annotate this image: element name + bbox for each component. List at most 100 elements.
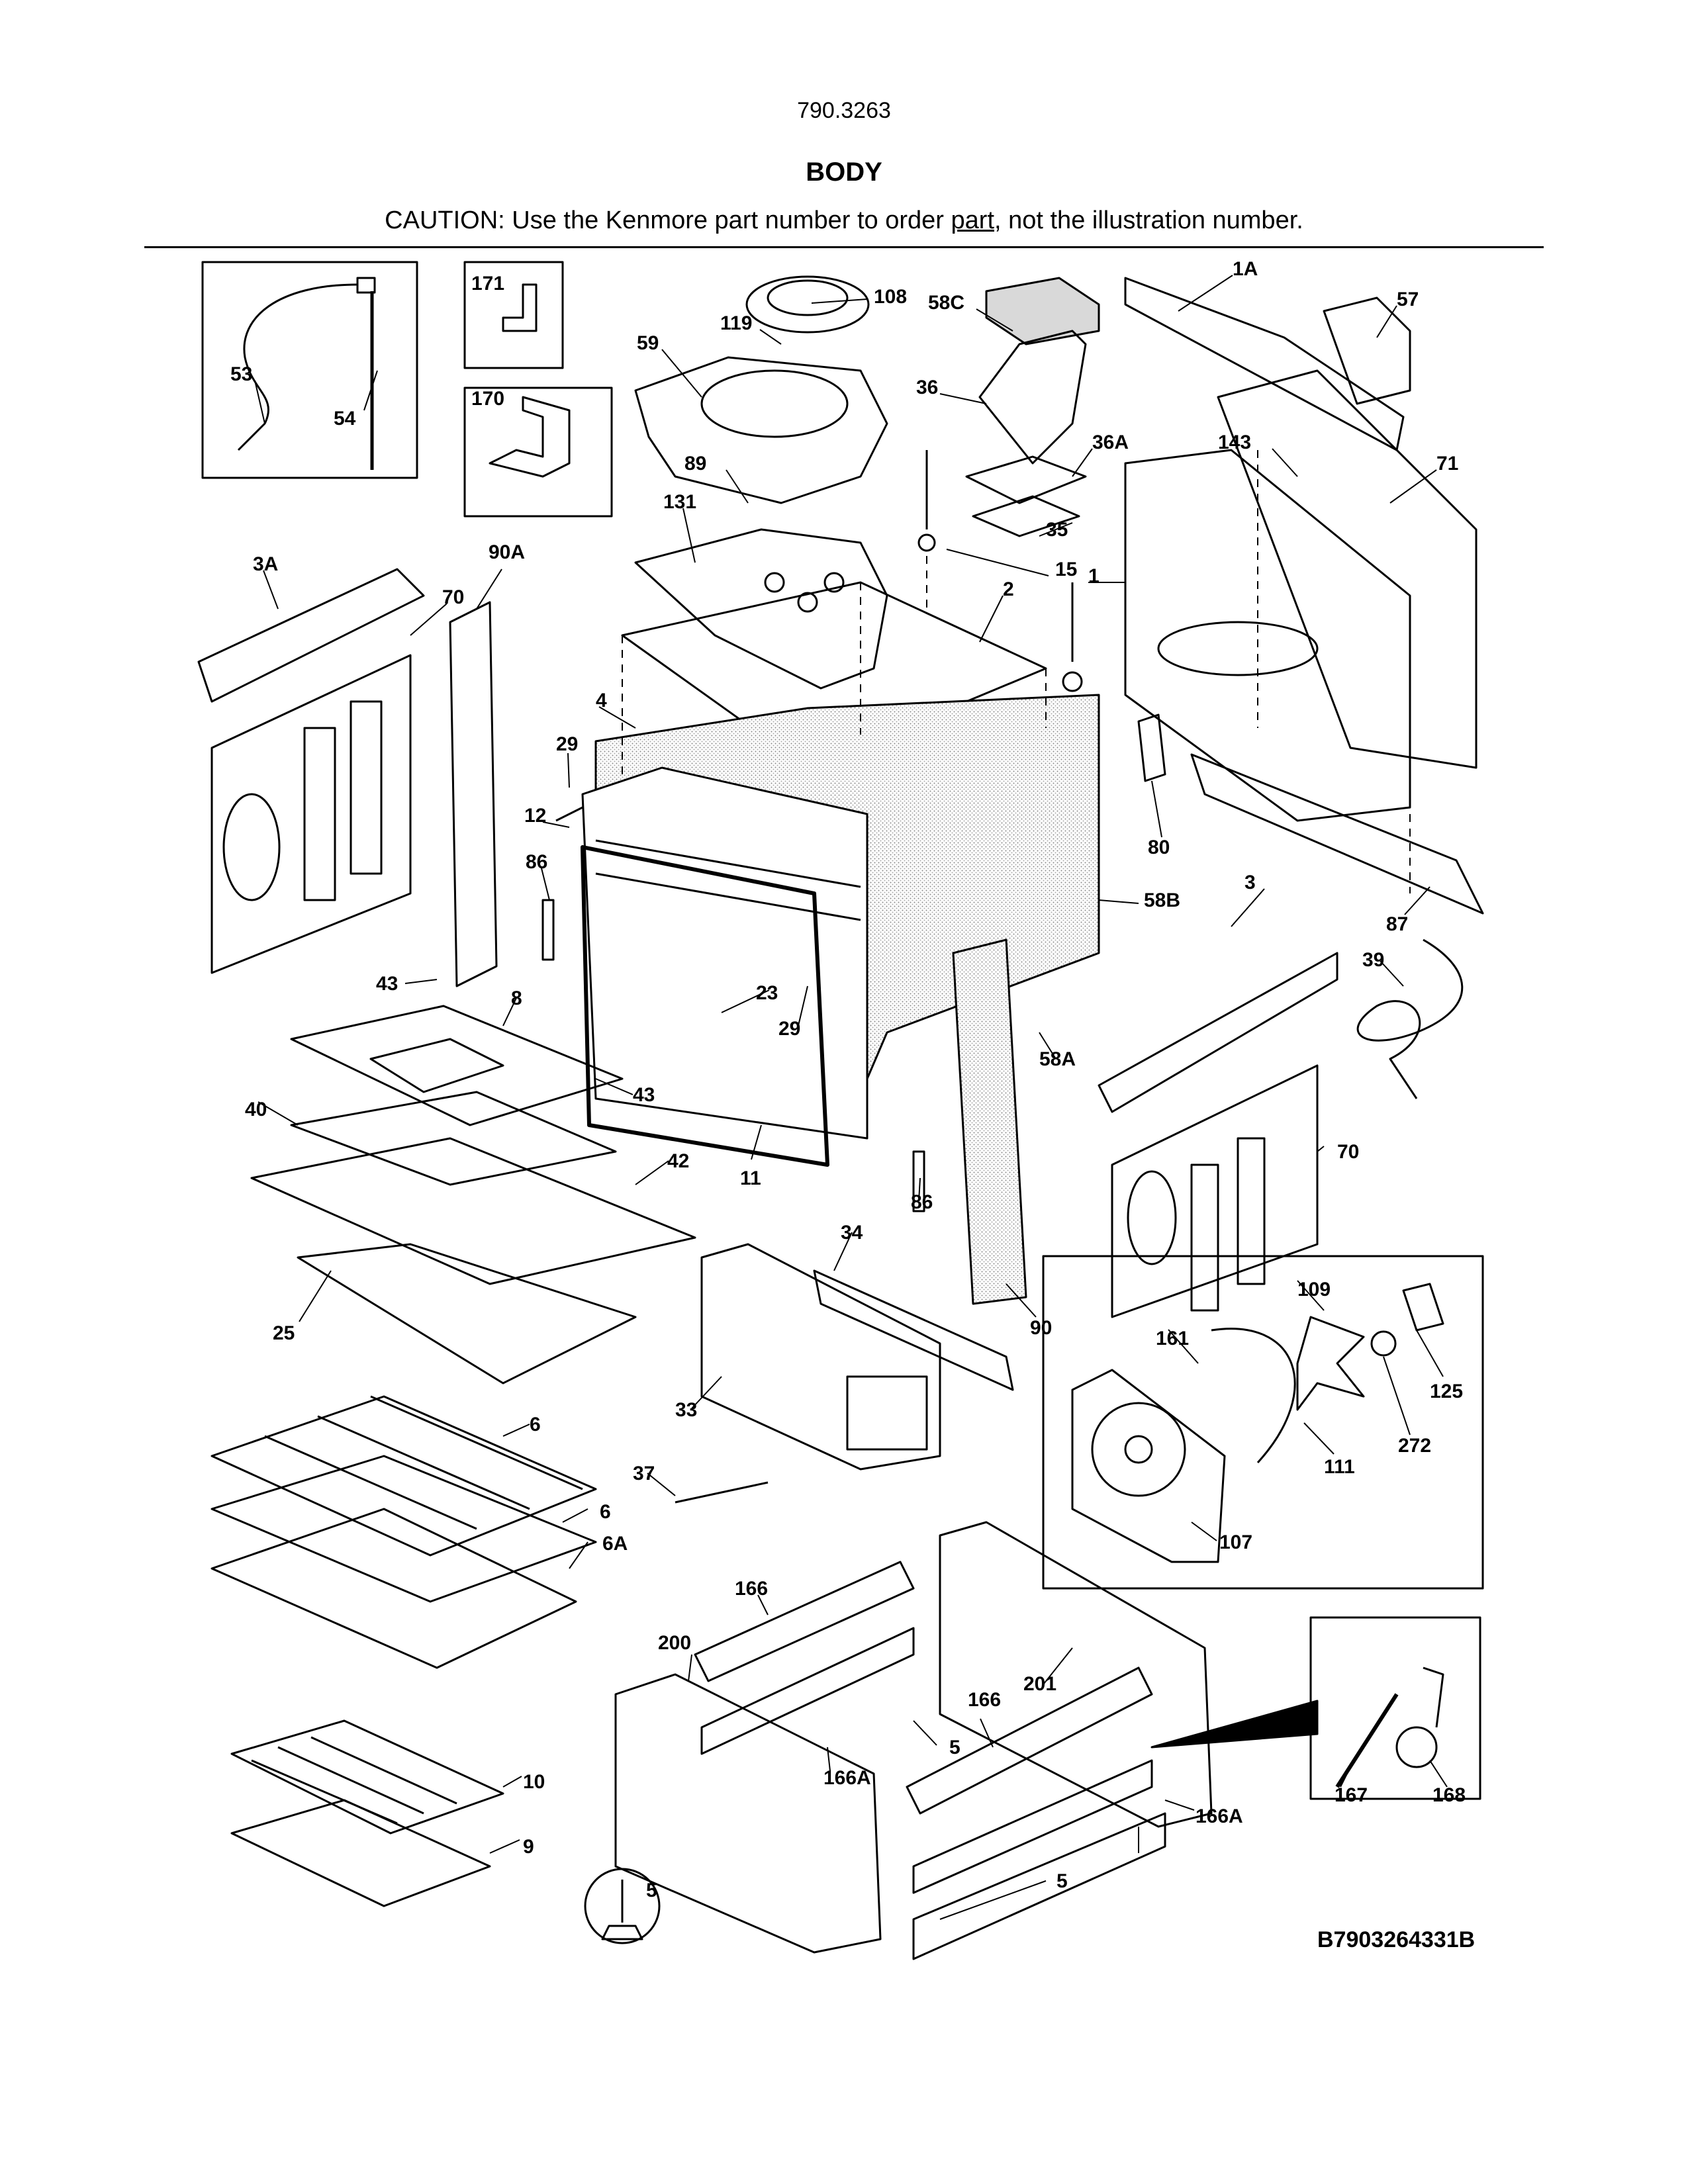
panel-33-part	[700, 1243, 941, 1471]
caution-note: CAUTION: Use the Kenmore part number to …	[0, 206, 1688, 235]
fan-blade-109-part	[1296, 1316, 1365, 1411]
callout-201: 201	[1023, 1673, 1056, 1695]
frame-201-part	[939, 1521, 1213, 1828]
side-strip-90A-part	[449, 601, 498, 987]
blower-motor-part	[745, 275, 870, 334]
callout-12: 12	[524, 805, 546, 827]
callout-58C: 58C	[928, 292, 964, 314]
oven-rack-6A-part	[211, 1508, 577, 1669]
callout-54: 54	[334, 408, 356, 430]
callout-9: 9	[523, 1836, 534, 1858]
callout-166A-lower: 166A	[1196, 1805, 1243, 1827]
callout-6A: 6A	[602, 1533, 628, 1555]
callout-53: 53	[230, 363, 252, 385]
callout-71: 71	[1436, 453, 1458, 475]
rail-87-part	[1190, 753, 1484, 915]
callout-39: 39	[1362, 949, 1384, 971]
caution-text-end: , not the illustration number.	[994, 206, 1303, 234]
callout-70-left: 70	[442, 586, 464, 608]
callout-58B: 58B	[1144, 889, 1180, 911]
strip-34-part	[813, 1269, 1014, 1391]
callout-10: 10	[523, 1771, 545, 1793]
callout-11: 11	[740, 1167, 761, 1189]
callout-108: 108	[874, 286, 907, 308]
callout-40: 40	[245, 1099, 267, 1120]
callout-166-lower: 166	[968, 1689, 1001, 1711]
sensor-probe-part	[237, 277, 376, 470]
model-number: 790.3263	[797, 98, 891, 123]
broiler-grid-10-part	[230, 1719, 504, 1835]
callout-5-right: 5	[1056, 1870, 1068, 1892]
callout-labels: 1A 57 108 58C 119 59 171 170 53 54 36 36…	[230, 258, 1466, 1901]
callout-4: 4	[596, 690, 607, 711]
callout-125: 125	[1430, 1381, 1463, 1402]
slide-166a-part	[694, 1561, 915, 1682]
callout-70-right: 70	[1337, 1141, 1359, 1163]
callout-143: 143	[1218, 432, 1251, 453]
callout-161: 161	[1156, 1328, 1189, 1349]
broiler-pan-9-part	[230, 1799, 491, 1907]
leveling-leg-inset	[584, 1868, 661, 1944]
callout-34: 34	[841, 1222, 863, 1244]
top-cover-131-part	[634, 528, 888, 690]
insulation-58A-part	[952, 938, 1027, 1305]
callout-131: 131	[663, 491, 696, 513]
caution-link-part[interactable]: part	[951, 206, 994, 234]
page-title: BODY	[806, 158, 882, 187]
callout-170: 170	[471, 388, 504, 410]
callout-43-right: 43	[633, 1084, 655, 1106]
callout-29-lower: 29	[778, 1018, 800, 1040]
callout-57: 57	[1397, 289, 1419, 310]
power-cord-part	[1356, 938, 1464, 1099]
callout-35: 35	[1046, 519, 1068, 541]
inset-box-170	[463, 387, 613, 518]
inset-box-wheel	[1309, 1616, 1481, 1800]
callout-119: 119	[720, 312, 752, 334]
filter-box-part	[985, 277, 1100, 345]
bake-tray-8-part	[290, 1005, 624, 1126]
callout-1A: 1A	[1233, 258, 1258, 280]
callout-107: 107	[1219, 1531, 1252, 1553]
callout-87: 87	[1386, 913, 1408, 935]
rail-panel-part	[912, 1812, 1166, 1960]
side-panel-70-left-part	[211, 654, 412, 974]
callout-80: 80	[1148, 837, 1170, 858]
callout-3: 3	[1244, 872, 1256, 893]
callout-36: 36	[916, 377, 938, 398]
callout-200: 200	[658, 1632, 691, 1654]
hinge-86-part	[541, 899, 555, 961]
bracket-80-part	[1137, 713, 1166, 782]
callout-23: 23	[756, 982, 778, 1004]
part-12	[555, 806, 583, 822]
oven-rack-6-upper-part	[211, 1395, 597, 1557]
callout-58A: 58A	[1039, 1048, 1076, 1070]
callout-171: 171	[471, 273, 504, 295]
callout-86-right: 86	[911, 1191, 933, 1213]
fan-spacer-272-part	[1370, 1330, 1397, 1357]
callout-3A: 3A	[253, 553, 278, 575]
callout-6-upper: 6	[530, 1414, 541, 1435]
rear-panel-71-part	[1217, 369, 1477, 769]
side-strip-3-part	[1098, 952, 1338, 1113]
wheel-leader	[1150, 1700, 1319, 1749]
bracket-171-part	[502, 283, 538, 332]
hinge-86b-part	[912, 1150, 925, 1212]
oven-rack-6-lower-part	[211, 1455, 597, 1603]
callout-5-inset: 5	[646, 1880, 657, 1901]
callout-111: 111	[1324, 1456, 1355, 1478]
callout-36A: 36A	[1092, 432, 1129, 453]
door-gasket-part	[581, 845, 829, 1167]
callout-90A: 90A	[489, 541, 525, 563]
slide-166Aa-part	[700, 1627, 915, 1755]
shield-40-part	[290, 1091, 617, 1186]
callout-29-upper: 29	[556, 733, 578, 755]
callout-25: 25	[273, 1322, 295, 1344]
callout-59: 59	[637, 332, 659, 354]
callout-166A-upper: 166A	[823, 1767, 871, 1789]
header-divider	[144, 246, 1544, 248]
slide-166b-part	[906, 1666, 1153, 1815]
callout-8: 8	[511, 987, 522, 1009]
callout-272: 272	[1398, 1435, 1431, 1457]
callout-166-upper: 166	[735, 1578, 768, 1600]
bracket-170-part	[489, 396, 571, 478]
